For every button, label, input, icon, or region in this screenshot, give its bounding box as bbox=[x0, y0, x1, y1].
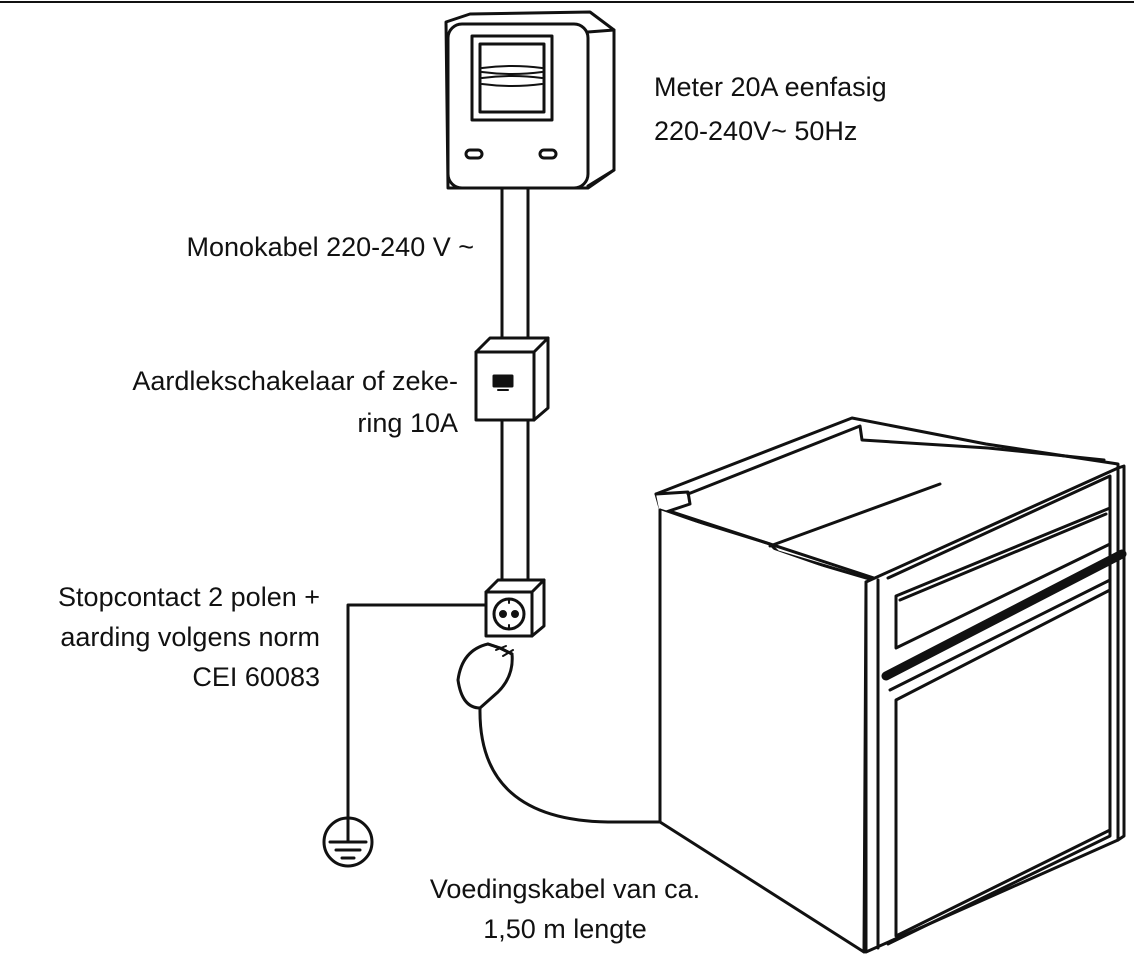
socket-label-line3: CEI 60083 bbox=[192, 662, 320, 692]
plug-icon bbox=[456, 642, 514, 710]
monokabel-label: Monokabel 220-240 V ~ bbox=[186, 232, 474, 262]
mono-cable bbox=[500, 186, 530, 342]
meter-icon bbox=[444, 10, 616, 190]
ground-wire bbox=[346, 603, 488, 824]
cable-label-line2: 1,50 m lengte bbox=[483, 914, 647, 944]
meter-label-line1: Meter 20A eenfasig bbox=[654, 72, 887, 102]
socket-icon bbox=[484, 578, 546, 638]
cable-label-line1: Voedingskabel van ca. bbox=[429, 874, 701, 904]
socket-label-line1: Stopcontact 2 polen + bbox=[58, 582, 320, 612]
meter-label-line2: 220-240V~ 50Hz bbox=[654, 116, 858, 146]
socket-label-line2: aarding volgens norm bbox=[60, 622, 320, 652]
socket-cable bbox=[500, 418, 530, 582]
oven-icon bbox=[654, 416, 1127, 954]
power-cable bbox=[478, 706, 664, 824]
ground-icon bbox=[322, 816, 374, 868]
breaker-label-line1: Aardlekschakelaar of zeke- bbox=[132, 366, 458, 396]
breaker-label-line2: ring 10A bbox=[357, 408, 458, 438]
breaker-icon bbox=[474, 336, 550, 422]
